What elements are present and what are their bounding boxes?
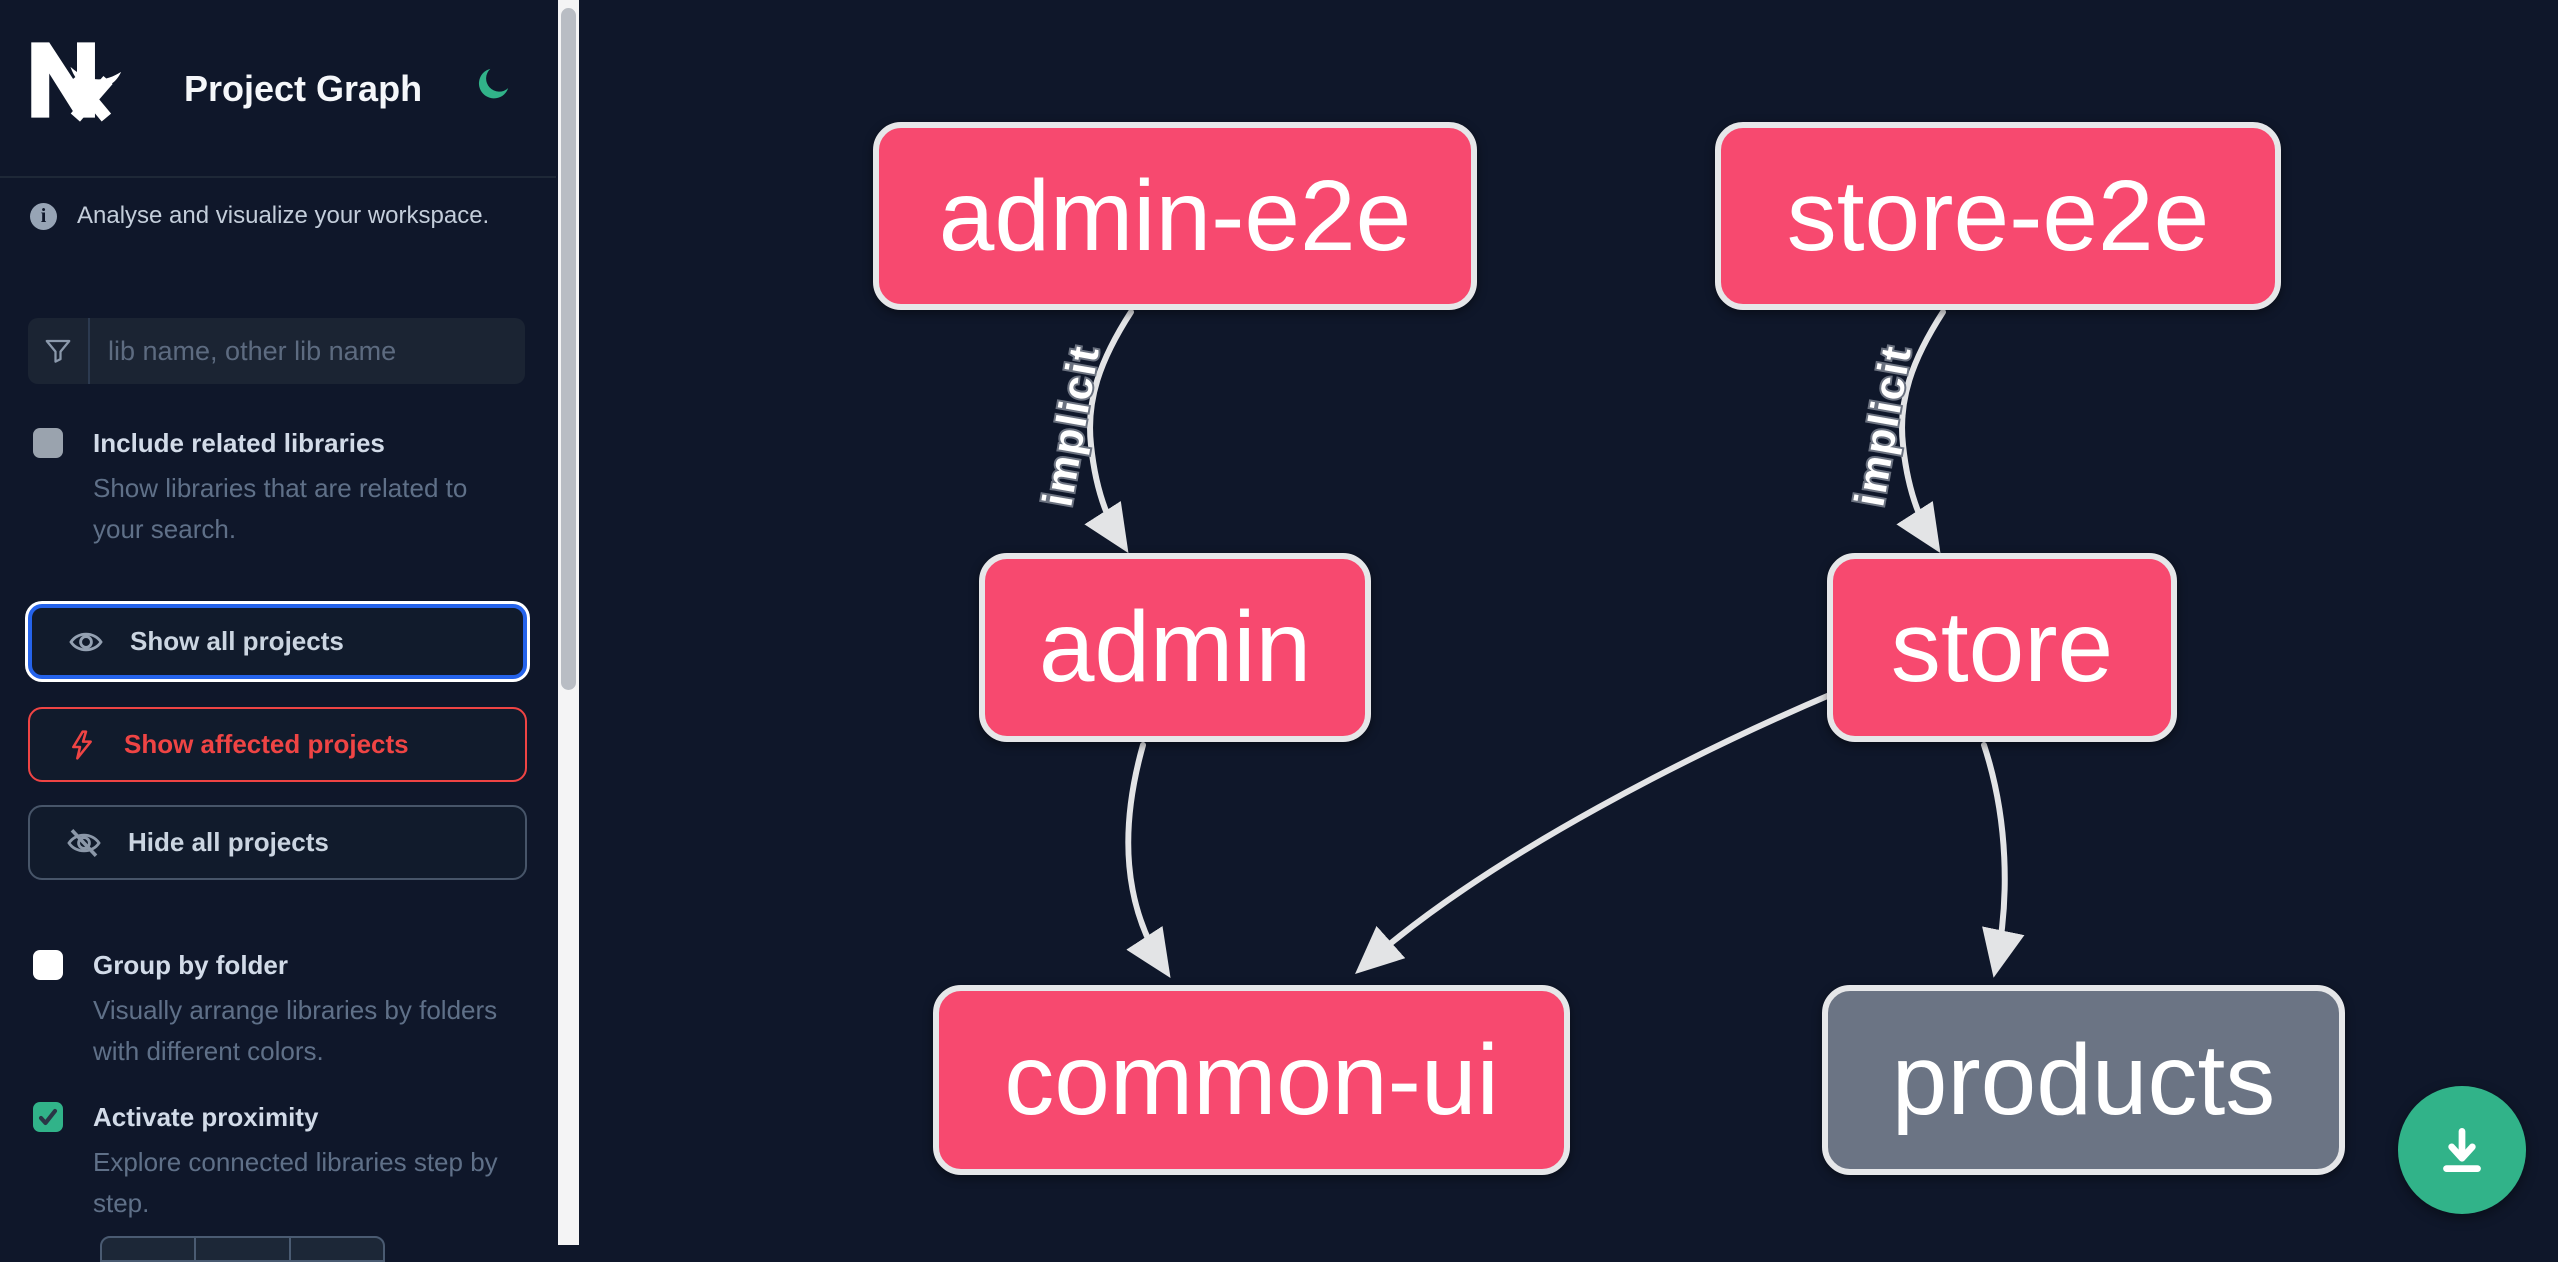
show-all-projects-label: Show all projects	[130, 626, 344, 656]
info-icon: i	[30, 202, 57, 230]
group-by-folder-description: Visually arrange libraries by folders wi…	[93, 995, 498, 1066]
graph-node-common-ui[interactable]: common-ui	[933, 985, 1570, 1175]
node-label: store	[1890, 591, 2114, 703]
edge-label-implicit: implicit	[1033, 341, 1108, 510]
eye-off-icon	[66, 825, 102, 861]
group-by-folder-checkbox[interactable]	[33, 950, 63, 980]
search-box	[28, 318, 525, 384]
page-title: Project Graph	[184, 68, 423, 109]
edge-admin-e2e-admin	[1084, 309, 1134, 554]
sidebar: Project Graph i Analyse and visualize yo…	[0, 0, 556, 1262]
divider	[0, 176, 556, 178]
show-affected-projects-button[interactable]: Show affected projects	[28, 707, 527, 782]
eye-icon	[68, 624, 104, 660]
include-related-description: Show libraries that are related to your …	[93, 473, 468, 544]
bolt-icon	[66, 729, 98, 761]
nx-logo	[28, 34, 126, 126]
node-label: common-ui	[1004, 1023, 1499, 1136]
graph-node-products[interactable]: products	[1822, 985, 2345, 1175]
hide-all-projects-button[interactable]: Hide all projects	[28, 805, 527, 880]
edge-store-e2e-store	[1896, 309, 1946, 554]
node-label: admin-e2e	[938, 159, 1412, 272]
filter-icon	[28, 318, 90, 384]
graph-node-store[interactable]: store	[1827, 553, 2177, 742]
tagline: Analyse and visualize your workspace.	[77, 202, 490, 229]
node-label: products	[1891, 1023, 2276, 1136]
checkmark-icon	[38, 1108, 58, 1126]
search-input[interactable]	[90, 318, 525, 384]
activate-proximity-checkbox[interactable]	[33, 1102, 63, 1132]
edge-store-products	[1981, 742, 2025, 978]
edge-label-implicit: implicit	[1845, 341, 1920, 510]
activate-proximity-label: Activate proximity	[93, 1102, 319, 1132]
graph-node-admin[interactable]: admin	[979, 553, 1371, 742]
proximity-stepper-partial[interactable]	[100, 1236, 385, 1262]
scrollbar-thumb[interactable]	[561, 8, 576, 690]
download-icon	[2431, 1119, 2493, 1181]
dark-mode-toggle[interactable]	[474, 64, 518, 108]
include-related-label: Include related libraries	[93, 428, 385, 458]
graph-node-admin-e2e[interactable]: admin-e2e	[873, 122, 1477, 310]
show-all-projects-button[interactable]: Show all projects	[28, 604, 527, 679]
download-image-button[interactable]	[2398, 1086, 2526, 1214]
hide-all-projects-label: Hide all projects	[128, 827, 329, 857]
edge-admin-common-ui	[1125, 742, 1171, 979]
group-by-folder-label: Group by folder	[93, 950, 288, 980]
node-label: admin	[1038, 591, 1312, 703]
include-related-checkbox[interactable]	[33, 428, 63, 458]
activate-proximity-description: Explore connected libraries step by step…	[93, 1147, 498, 1218]
sidebar-scrollbar	[558, 0, 579, 1245]
node-label: store-e2e	[1786, 159, 2210, 272]
moon-icon	[474, 64, 518, 104]
edge-store-common-ui	[1355, 691, 1835, 974]
graph-node-store-e2e[interactable]: store-e2e	[1715, 122, 2281, 310]
show-affected-projects-label: Show affected projects	[124, 729, 409, 759]
